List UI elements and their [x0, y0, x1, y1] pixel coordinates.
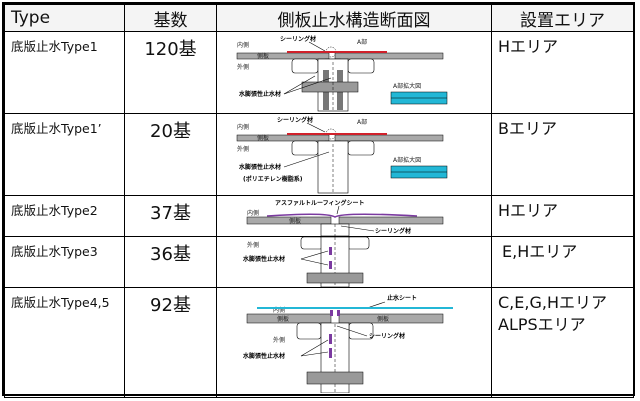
water-stop-table: Type 基数 側板止水構造断面図 設置エリア 底版止水Type1 120基 シ… — [4, 4, 634, 398]
label-enlarged: A部拡大図 — [393, 82, 421, 90]
table-row: 底版止水Type3 36基 外側 水膨張性止水材 E,Hエリア — [4, 236, 634, 288]
label-resin-note: (ポリエチレン樹脂系) — [243, 175, 303, 183]
label-sealing: シーリング材 — [280, 35, 316, 43]
label-inner: 内側 — [237, 123, 249, 131]
label-water-swelling: 水膨張性止水材 — [239, 90, 281, 98]
label-outer: 外側 — [237, 145, 249, 153]
row-type: 底版止水Type1’ — [4, 113, 125, 196]
row-area: C,E,G,Hエリア ALPSエリア — [491, 287, 634, 398]
cross-section-type1: シーリング材 内側 A部 側板 外側 — [236, 35, 448, 112]
row-diagram: 外側 水膨張性止水材 — [216, 236, 492, 288]
label-side-plate: 側板 — [257, 52, 269, 60]
header-row: Type 基数 側板止水構造断面図 設置エリア — [4, 4, 634, 32]
label-asphalt: アスファルトルーフィングシート — [275, 199, 365, 207]
label-sealing: シーリング材 — [277, 116, 313, 124]
area-line: C,E,G,Hエリア — [498, 293, 607, 312]
label-side-plate: 側板 — [257, 134, 269, 142]
label-outer: 外側 — [273, 336, 285, 344]
row-area: E,Hエリア — [491, 236, 634, 288]
sealing-strip — [287, 51, 387, 53]
table-row: 底版止水Type4,5 92基 止水シート 内側 側板 側板 外側 — [4, 287, 634, 398]
structure-table-frame: Type 基数 側板止水構造断面図 設置エリア 底版止水Type1 120基 シ… — [2, 2, 635, 398]
header-diagram: 側板止水構造断面図 — [216, 4, 492, 32]
area-line: E,Hエリア — [502, 242, 578, 261]
cross-section-type3: 外側 水膨張性止水材 — [243, 237, 370, 287]
label-part-a: A部 — [357, 38, 367, 46]
area-line: Hエリア — [498, 201, 559, 220]
area-line: Hエリア — [498, 37, 559, 56]
label-inner: 内側 — [247, 209, 259, 217]
label-sealing: シーリング材 — [375, 227, 411, 235]
row-type: 底版止水Type2 — [4, 195, 125, 237]
row-area: Hエリア — [491, 195, 634, 237]
row-area: Bエリア — [491, 113, 634, 196]
label-outer: 外側 — [237, 63, 249, 71]
header-count: 基数 — [124, 4, 217, 32]
label-side-plate: 側板 — [289, 217, 301, 225]
row-area: Hエリア — [491, 31, 634, 114]
area-line: ALPSエリア — [498, 315, 586, 334]
side-plate-left — [236, 52, 330, 60]
svg-text:側板: 側板 — [377, 315, 389, 323]
row-diagram: アスファルトルーフィングシート 内側 側板 シーリング材 — [216, 195, 492, 237]
row-diagram: シーリング材 内側 A部 側板 外側 — [216, 31, 492, 114]
row-count: 120基 — [124, 31, 217, 114]
header-type: Type — [4, 4, 125, 32]
row-count: 36基 — [124, 236, 217, 288]
row-type: 底版止水Type1 — [4, 31, 125, 114]
label-water-swelling: 水膨張性止水材 — [239, 163, 281, 171]
cross-section-type1-prime: シーリング材 内側 A部 側板 外側 水膨張性止水材 — [236, 116, 448, 194]
row-type: 底版止水Type4,5 — [4, 287, 125, 398]
label-side-plate: 側板 — [277, 315, 289, 323]
row-diagram: 止水シート 内側 側板 側板 外側 — [216, 287, 492, 398]
label-outer: 外側 — [247, 241, 259, 249]
stop-sheet — [257, 307, 453, 309]
row-type: 底版止水Type3 — [4, 236, 125, 288]
label-part-a: A部 — [357, 118, 367, 126]
area-line: Bエリア — [498, 119, 557, 138]
header-area: 設置エリア — [491, 4, 634, 32]
label-water-swelling: 水膨張性止水材 — [243, 255, 285, 263]
asphalt-sheet — [266, 213, 418, 218]
side-plate-right — [334, 52, 444, 60]
row-count: 92基 — [124, 287, 217, 398]
label-water-swelling: 水膨張性止水材 — [243, 352, 285, 360]
label-stop-sheet: 止水シート — [387, 294, 417, 302]
cross-section-type2: アスファルトルーフィングシート 内側 側板 シーリング材 — [246, 199, 444, 236]
table-row: 底版止水Type2 37基 アスファルトルーフィングシート 内側 側板 シーリン… — [4, 195, 634, 237]
table-row: 底版止水Type1’ 20基 シーリング材 内側 A部 側板 外側 — [4, 113, 634, 196]
row-count: 37基 — [124, 195, 217, 237]
row-count: 20基 — [124, 113, 217, 196]
label-inner: 内側 — [273, 306, 285, 314]
table-row: 底版止水Type1 120基 シーリング材 内側 A部 側板 外側 — [4, 31, 634, 114]
label-enlarged: A部拡大図 — [393, 156, 421, 164]
row-diagram: シーリング材 内側 A部 側板 外側 水膨張性止水材 — [216, 113, 492, 196]
label-inner: 内側 — [237, 41, 249, 49]
cross-section-type4-5: 止水シート 内側 側板 側板 外側 — [243, 294, 453, 393]
label-sealing: シーリング材 — [369, 332, 405, 340]
